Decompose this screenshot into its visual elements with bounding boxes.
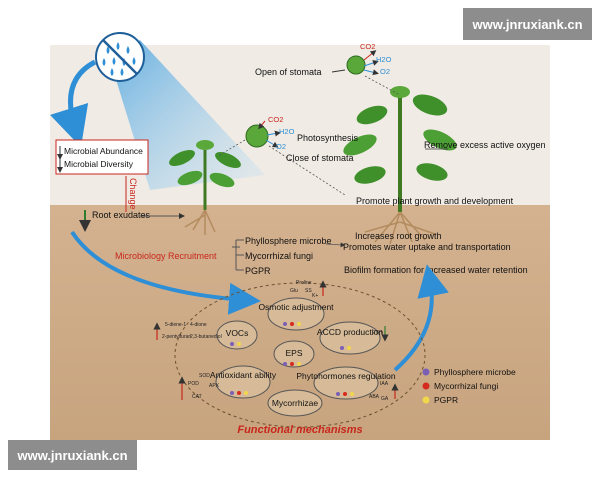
microbial-diversity-label: Microbial Diversity (64, 159, 134, 169)
stomata-close-label: Close of stomata (286, 153, 354, 163)
co2-top-label: CO2 (360, 42, 375, 51)
aba-label: ABA (369, 394, 380, 400)
microbe-change-box: Microbial Abundance Microbial Diversity (55, 139, 149, 175)
microbiology-recruitment-label: Microbiology Recruitment (115, 251, 217, 261)
k-label: K+ (312, 293, 318, 299)
h2o-mid-label: H2O (279, 127, 295, 136)
recruit-arrow (70, 230, 261, 315)
remove-oxygen-label: Remove excess active oxygen (424, 140, 546, 150)
water-uptake-label: Promotes water uptake and transportation (343, 242, 511, 252)
biofilm-label: Biofilm formation for increased water re… (344, 265, 528, 275)
co2-mid-label: CO2 (268, 115, 283, 124)
stomata-close-leaf: CO2 H2O O2 (217, 115, 346, 196)
promote-growth-label: Promote plant growth and development (356, 196, 514, 206)
legend-dot-mycorrhizal (422, 382, 430, 390)
butene-label: 5-diene-1 (165, 322, 186, 328)
mechanism-phytohormones: Phytohormones regulation (296, 366, 396, 400)
root-growth-label: Increases root growth (355, 231, 442, 241)
eth-label: ETH (372, 330, 382, 336)
legend-phyllosphere: Phyllosphere microbe (434, 367, 516, 377)
recruit-phyllosphere-label: Phyllosphere microbe (245, 236, 332, 246)
change-label: Change (128, 178, 138, 210)
h2o-top-label: H2O (376, 55, 392, 64)
sod-label: SOD (199, 373, 210, 379)
mechanism-osmotic: Osmotic adjustment (258, 297, 334, 331)
stomata-open-label: Open of stomata (255, 67, 322, 77)
recruit-pgpr-label: PGPR (245, 266, 271, 276)
mechanism-accd: ACCD production (317, 321, 383, 355)
root-exudates-label: Root exudates (92, 210, 151, 220)
watermark-bottom: www.jnruxiank.cn (8, 440, 137, 470)
apx-label: APX (209, 383, 220, 389)
glu-label: Glu (290, 288, 298, 294)
mycorrhizae-label: Mycorrhizae (272, 398, 319, 408)
ss-label: SS (305, 288, 312, 294)
legend-dot-phyllosphere (422, 368, 430, 376)
recruit-mycorrhizal-label: Mycorrhizal fungi (245, 251, 313, 261)
o2-mid-label: O2 (276, 142, 286, 151)
osmotic-label: Osmotic adjustment (258, 302, 334, 312)
o2-top-label: O2 (380, 67, 390, 76)
cat-label: CAT (192, 394, 202, 400)
eps-label: EPS (285, 348, 302, 358)
mechanism-antioxidant: Antioxidant ability (210, 365, 277, 399)
acetoin-label: 4-dione (190, 322, 207, 328)
pentyl-label: 2-pentylfuran (162, 334, 191, 340)
mechanism-vocs: VOCs (216, 320, 258, 350)
mechanisms-boundary (174, 282, 426, 428)
ga-label: GA (381, 396, 389, 402)
photosynthesis-label: Photosynthesis (297, 133, 359, 143)
antioxidant-label: Antioxidant ability (210, 370, 277, 380)
mechanism-eps: EPS (273, 340, 315, 368)
drought-icon (95, 32, 145, 82)
accd-label: ACCD production (317, 327, 383, 337)
drought-arrow (49, 59, 97, 148)
watermark-top: www.jnruxiank.cn (463, 8, 592, 40)
function-arrow (393, 264, 449, 372)
functional-mechanisms-title: Functional mechanisms (237, 424, 362, 436)
vocs-label: VOCs (226, 328, 249, 338)
stomata-open-leaf: CO2 H2O O2 (331, 42, 392, 76)
large-plant (343, 86, 457, 245)
butanediol-label: 2,3-butanediol (190, 334, 222, 340)
legend-mycorrhizal: Mycorrhizal fungi (434, 381, 498, 391)
legend: Phyllosphere microbe Mycorrhizal fungi P… (422, 367, 516, 405)
pod-label: POD (188, 381, 199, 387)
microbial-abundance-label: Microbial Abundance (64, 146, 143, 156)
phytohormones-label: Phytohormones regulation (296, 371, 396, 381)
drought-beam (110, 40, 265, 190)
small-plant (169, 140, 241, 235)
iaa-label: IAA (380, 381, 389, 387)
legend-dot-pgpr (422, 396, 430, 404)
mechanism-mycorrhizae: Mycorrhizae (267, 389, 323, 417)
legend-pgpr: PGPR (434, 395, 458, 405)
proline-label: Proline (296, 280, 312, 286)
